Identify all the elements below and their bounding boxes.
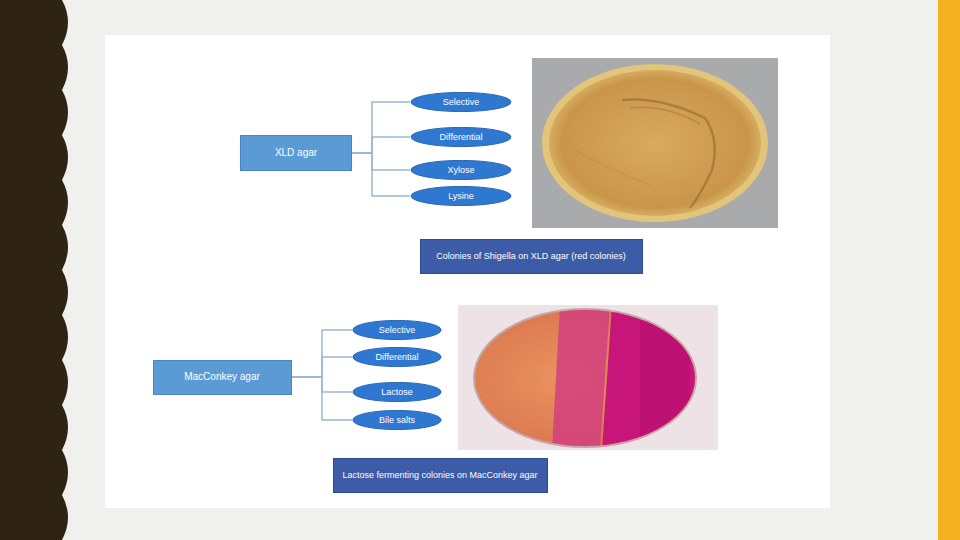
property-oval: Differential bbox=[410, 127, 512, 147]
property-oval: Bile salts bbox=[352, 410, 442, 430]
node-label: Selective bbox=[379, 325, 416, 336]
medium-box: MacConkey agar bbox=[153, 360, 292, 395]
xld-plate-photo bbox=[532, 58, 778, 228]
macconkey-plate-photo bbox=[458, 305, 718, 450]
property-oval: Selective bbox=[352, 320, 442, 340]
medium-box: XLD agar bbox=[240, 135, 352, 171]
property-oval: Lysine bbox=[410, 186, 512, 206]
caption-box: Lactose fermenting colonies on MacConkey… bbox=[333, 458, 548, 493]
bracket-connector bbox=[292, 377, 353, 420]
wavy-border bbox=[0, 0, 68, 540]
content-panel bbox=[105, 35, 830, 508]
bracket-connector bbox=[352, 102, 410, 153]
bracket-connector bbox=[352, 137, 410, 153]
node-label: Lysine bbox=[448, 191, 474, 202]
bracket-connector bbox=[352, 153, 410, 196]
property-oval: Differential bbox=[352, 347, 442, 367]
node-label: MacConkey agar bbox=[184, 371, 260, 383]
property-oval: Xylose bbox=[410, 160, 512, 180]
bracket-connector bbox=[292, 330, 353, 377]
node-label: Lactose fermenting colonies on MacConkey… bbox=[342, 470, 537, 481]
node-label: Lactose bbox=[381, 387, 413, 398]
node-label: Differential bbox=[376, 352, 419, 363]
accent-stripe bbox=[938, 0, 960, 540]
node-label: Selective bbox=[443, 97, 480, 108]
bracket-connector bbox=[292, 357, 353, 377]
node-label: XLD agar bbox=[275, 147, 317, 159]
node-label: Colonies of Shigella on XLD agar (red co… bbox=[436, 251, 626, 262]
bracket-connector bbox=[352, 153, 410, 170]
property-oval: Lactose bbox=[352, 382, 442, 402]
node-label: Differential bbox=[440, 132, 483, 143]
node-label: Bile salts bbox=[379, 415, 415, 426]
property-oval: Selective bbox=[410, 92, 512, 112]
node-label: Xylose bbox=[447, 165, 474, 176]
caption-box: Colonies of Shigella on XLD agar (red co… bbox=[420, 239, 643, 274]
